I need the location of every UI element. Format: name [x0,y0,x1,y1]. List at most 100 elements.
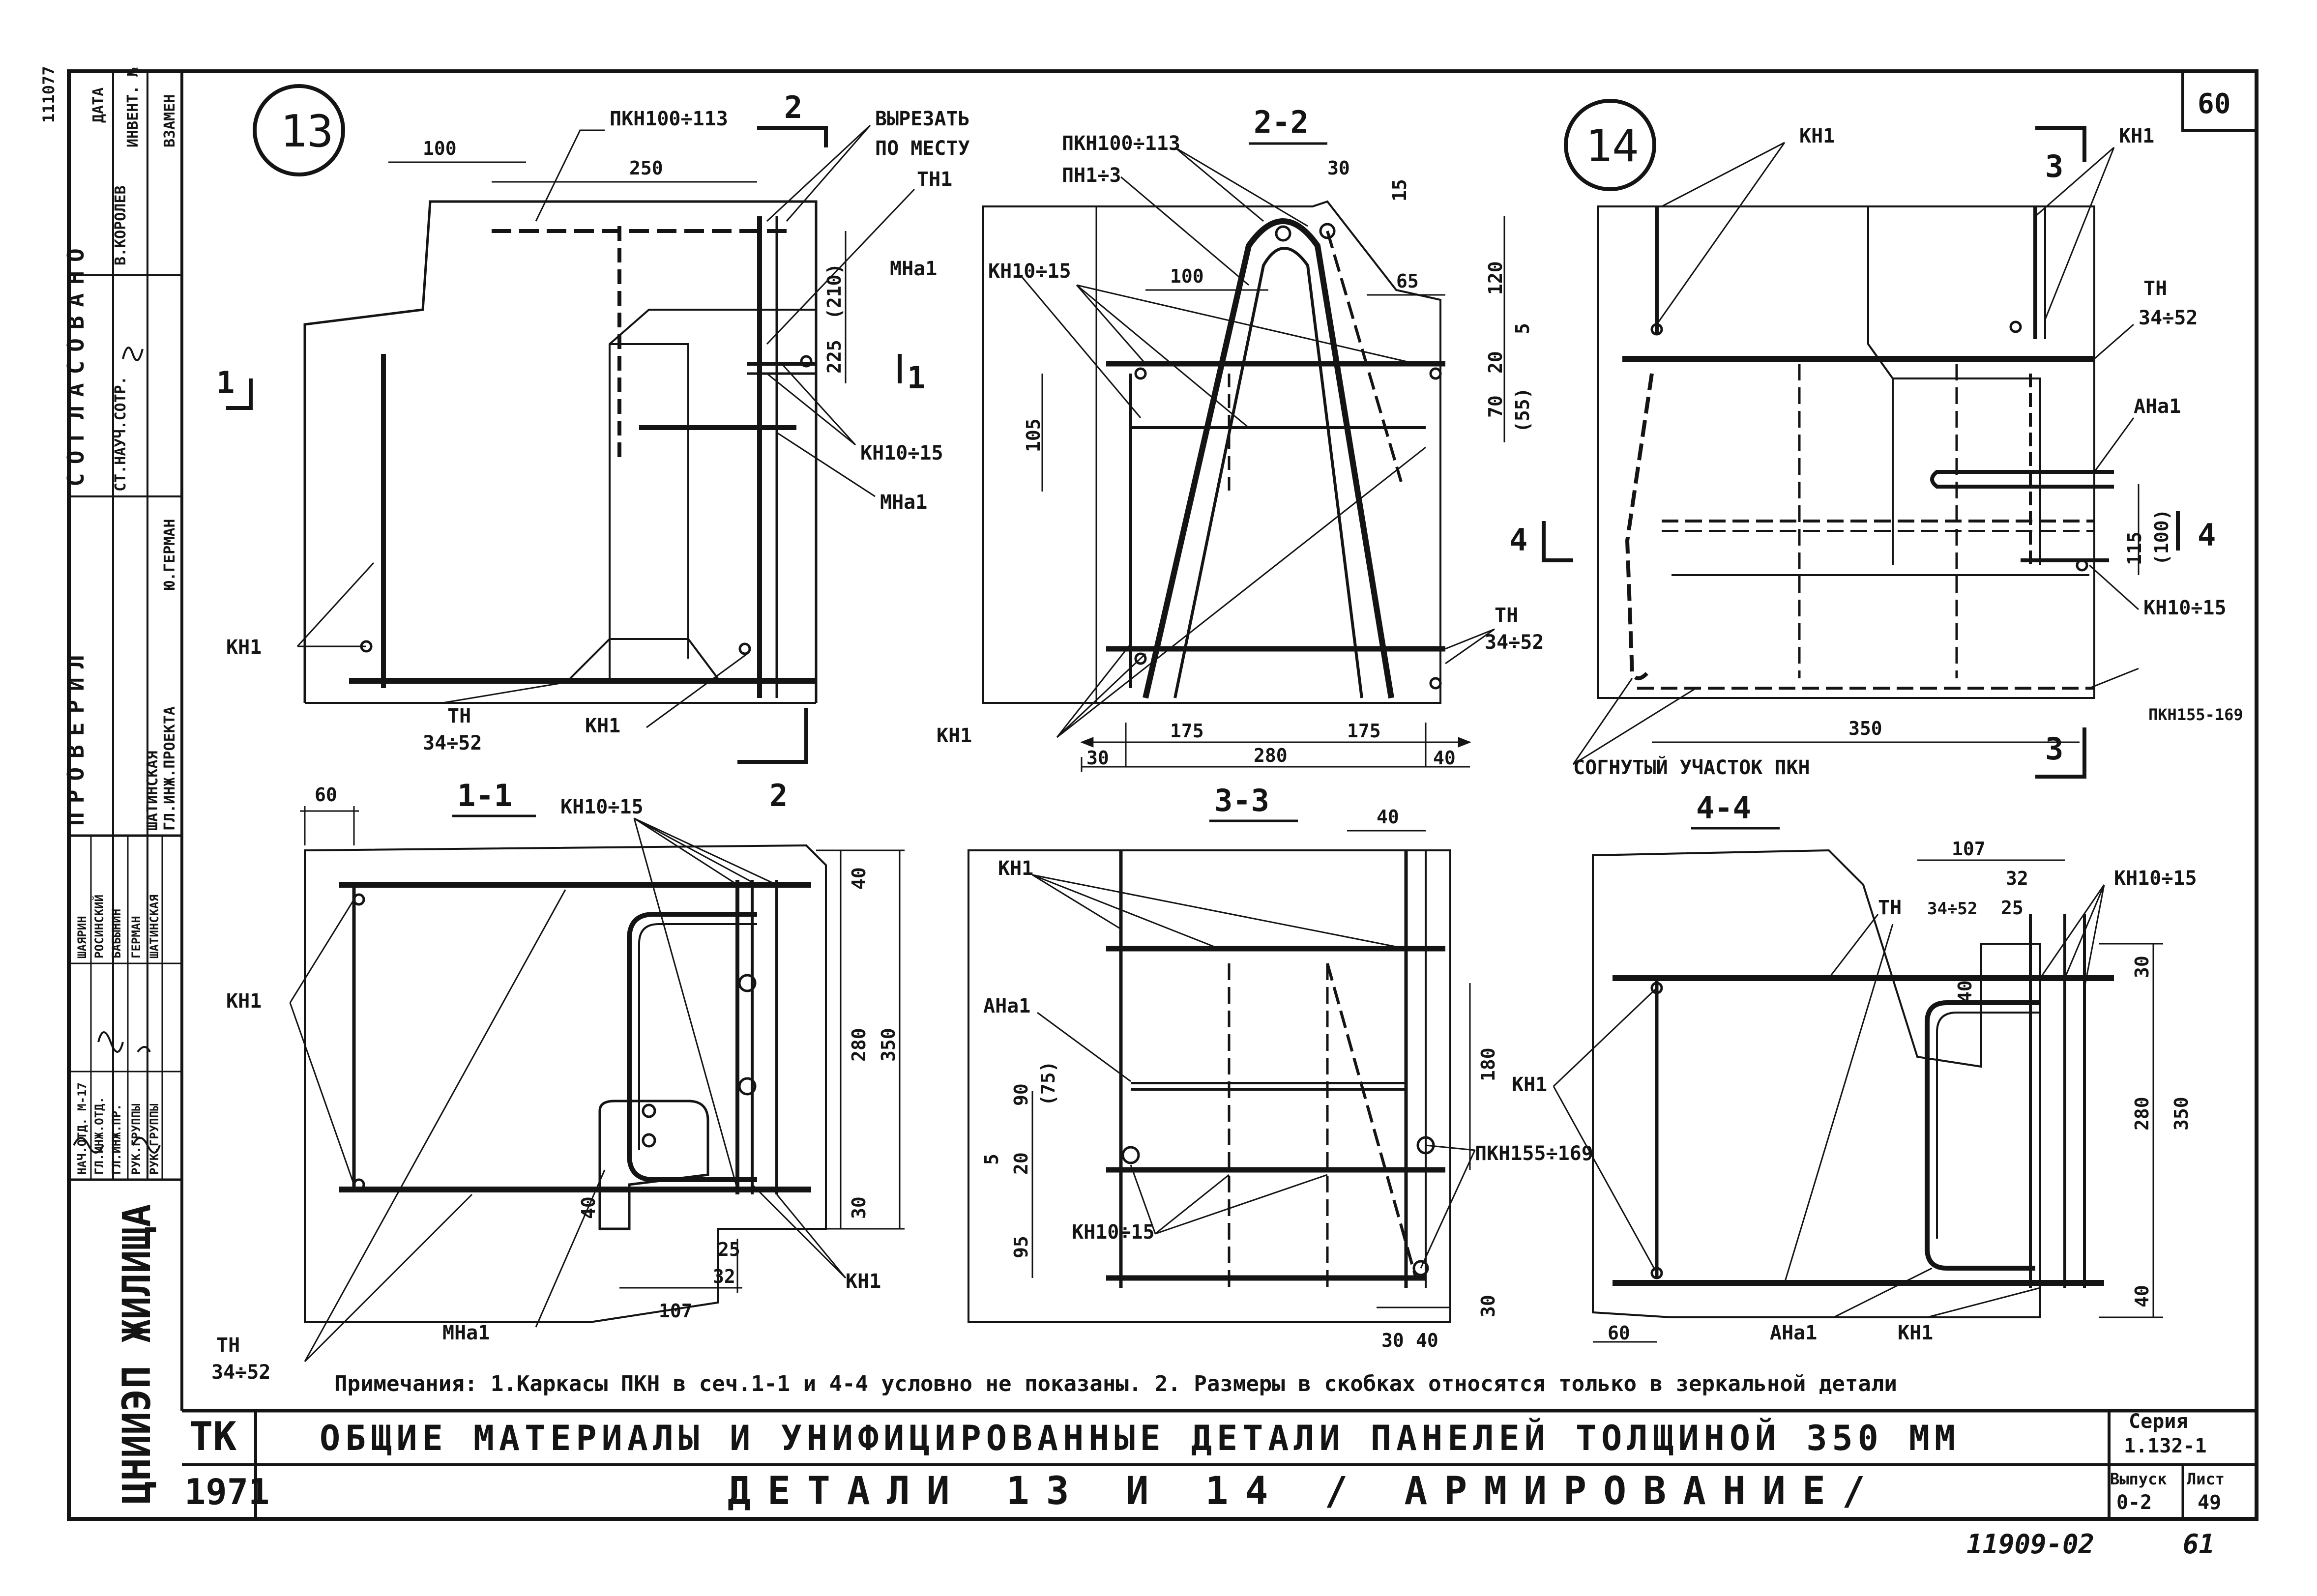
s11-dim-107: 107 [659,1300,693,1322]
s22-dim-280: 280 [1254,745,1288,766]
stamp-staff-role-5: РУК.ГРУППЫ [147,1104,161,1175]
s44-label-ana: АНа1 [1770,1322,1817,1344]
s44-label-tnv: 34÷52 [1927,899,1977,919]
stamp-header-date: ДАТА [90,87,107,123]
stamp-staff-name-5: ШАТИНСКАЯ [147,895,161,958]
stamp-staff-role-1: НАЧ.ОТД. М-17 [75,1082,89,1175]
d13-label-tn1: ТН1 [917,168,952,191]
list-value: 49 [2198,1491,2221,1514]
d14-label-tnv: 34÷52 [2139,307,2198,329]
s44-label-kn10: КН10÷15 [2114,867,2197,890]
s22-dim-20: 20 [1485,351,1506,374]
s33-label-kn1: КН1 [998,857,1033,880]
s22-label-mna: МНа1 [890,258,937,280]
section-4-4-title: 4-4 [1696,790,1751,826]
d14-label-pkn: ПКН155-169 [2148,705,2243,724]
s44-label-kn1: КН1 [1512,1074,1547,1096]
s11-dim-40: 40 [848,867,870,890]
d14-cut-4-left: 4 [1509,522,1527,558]
s11-dim-40b: 40 [578,1196,599,1219]
s33-dim-30b: 30 [1381,1330,1404,1351]
detail-14-number: 14 [1585,120,1639,172]
d14-label-kn10: КН10÷15 [2143,597,2227,619]
s22-dim-30: 30 [1327,157,1350,179]
section-3-3-title: 3-3 [1214,783,1269,818]
detail-14: 14 КН1 КН1 ТН 34÷52 АНа1 КН10÷15 ПКН155-… [1509,99,2243,779]
s22-dim-70: 70 [1485,395,1506,418]
stamp-header-vzamen: ВЗАМЕН [161,94,178,147]
main-title: ОБЩИЕ МАТЕРИАЛЫ И УНИФИЦИРОВАННЫЕ ДЕТАЛИ… [320,1418,1960,1458]
detail-13-number: 13 [280,106,333,157]
d13-label-mna: МНа1 [880,491,927,514]
d13-dim-210: (210) [823,263,845,319]
s44-dim-107: 107 [1952,838,1986,860]
stamp-staff-role-2: ГЛ.ИНЖ.ОТД. [92,1097,106,1175]
d14-cut-3-bottom: 3 [2045,731,2063,767]
s33-label-ana: АНа1 [983,995,1030,1017]
s33-dim-95: 95 [1010,1236,1032,1258]
s22-label-kn10: КН10÷15 [988,260,1071,283]
s22-dim-65: 65 [1396,270,1419,292]
s44-dim-280: 280 [2131,1097,2153,1131]
stamp-soglas-name: В.КОРОЛЕВ [112,185,129,265]
s11-dim-32: 32 [713,1266,735,1287]
d13-label-kn1b: КН1 [585,715,620,737]
d13-cut-1-right: 1 [907,360,925,396]
s22-label-tnv: 34÷52 [1485,631,1544,654]
signature-scribbles [73,347,161,1154]
d14-label-kn1a: КН1 [1799,125,1835,147]
stamp-soglas-role: СТ.НАУЧ.СОТР. [112,376,129,492]
sheet-frame [67,69,2258,1521]
s11-dim-350: 350 [878,1028,899,1062]
s11-label-tn: ТН [216,1334,240,1357]
s22-dim-15: 15 [1389,179,1410,202]
d14-label-tn: ТН [2143,277,2167,300]
d13-label-tn: ТН [447,705,471,727]
s33-dim-90: 90 [1010,1083,1032,1106]
org-name: ЦНИИЭП ЖИЛИЩА [115,1204,159,1504]
s22-label-kn1: КН1 [937,725,972,747]
d13-label-cut2: ПО МЕСТУ [875,137,970,160]
notes-text: Примечания: 1.Каркасы ПКН в сеч.1-1 и 4-… [334,1371,1897,1396]
s22-dim-175b: 175 [1347,720,1381,742]
d14-cut-4-right: 4 [2198,517,2216,553]
vypusk-value: 0-2 [2116,1491,2152,1514]
d13-label-kn1a: КН1 [226,636,262,659]
s11-dim-280: 280 [848,1028,870,1062]
s22-label-pn: ПН1÷3 [1062,164,1121,187]
s22-dim-100: 100 [1170,265,1204,287]
s33-dim-20: 20 [1010,1152,1032,1175]
stamp-prov-role-2: ГЛ.ИНЖ.ПРОЕКТА [161,706,178,831]
s44-dim-40b: 40 [2131,1285,2153,1307]
s44-dim-60: 60 [1608,1322,1630,1344]
d13-dim-100: 100 [423,138,457,159]
title-tk: ТК [189,1414,236,1459]
s44-dim-25: 25 [2001,897,2024,919]
section-1-1: 1-1 КН10÷15 КН1 КН1 МНа1 ТН 34÷52 60 40 … [211,778,905,1384]
s33-dim-75: (75) [1037,1061,1059,1106]
d13-cut-1-left: 1 [216,365,235,401]
stamp-proveril: ПРОВЕРИЛ [62,646,89,826]
s11-label-mna: МНа1 [442,1322,490,1344]
s22-label-pkn: ПКН100÷113 [1062,132,1180,155]
s44-dim-30: 30 [2131,956,2153,978]
s11-dim-30: 30 [848,1196,870,1219]
s22-dim-175a: 175 [1170,720,1204,742]
s11-dim-25: 25 [718,1239,740,1260]
section-4-4: 4-4 ТН 34÷52 КН10÷15 КН1 АНа1 КН1 107 32… [1512,790,2197,1344]
seria-value: 1.132-1 [2124,1435,2207,1457]
s44-label-tn: ТН [1878,897,1902,919]
s44-label-kn1b: КН1 [1898,1322,1933,1344]
s22-dim-30b: 30 [1086,747,1109,769]
s33-dim-5: 5 [981,1154,1002,1165]
stamp-staff-name-4: ГЕРМАН [129,916,143,958]
s22-dim-120: 120 [1485,261,1506,295]
stamp-header-invent: ИНВЕНТ. № [124,67,142,147]
d13-cut-2-top: 2 [784,89,802,125]
s11-label-tnv: 34÷52 [211,1361,270,1384]
sub-title: ДЕТАЛИ 13 И 14 / АРМИРОВАНИЕ/ [728,1469,1882,1513]
d14-dim-100: (100) [2151,509,2172,565]
s11-label-kn1: КН1 [226,990,262,1013]
stamp-block: СОГЛАСОВАНО ПРОВЕРИЛ СТ.НАУЧ.СОТР. В.КОР… [39,66,178,1504]
